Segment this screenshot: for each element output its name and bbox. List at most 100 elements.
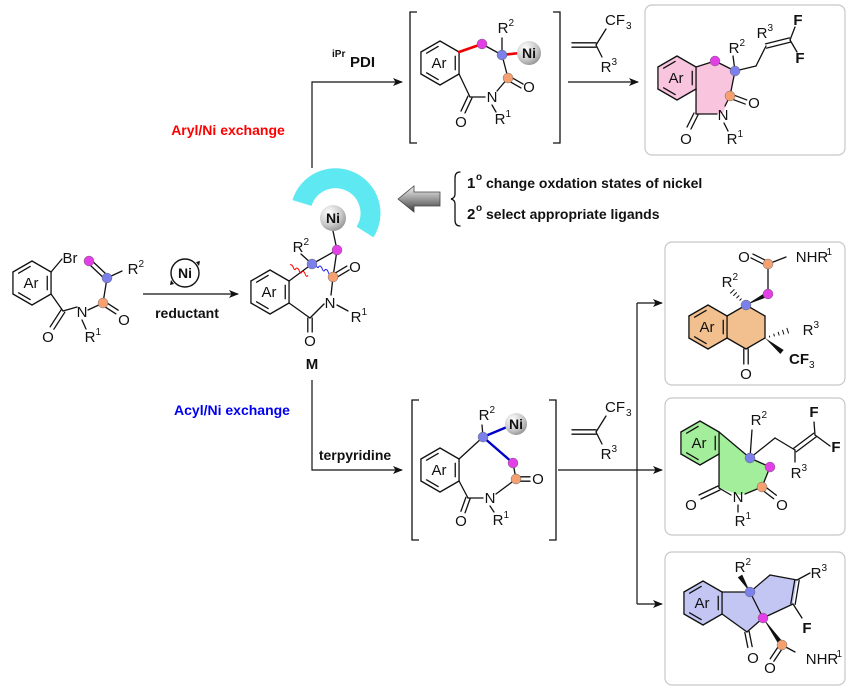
ring-shading-orange [727, 305, 765, 349]
atom-label-o: O [455, 513, 467, 530]
atom-label-r: R [735, 559, 746, 576]
ligand-terpyridine-label: terpyridine [319, 447, 392, 463]
atom-label-r: R [293, 239, 304, 256]
nickel-sphere [320, 205, 346, 231]
double-bond [460, 496, 467, 512]
bond [723, 122, 729, 132]
aromatic-bond [425, 45, 439, 54]
atom-index: 1 [827, 247, 833, 258]
atom-ball-blue [477, 431, 489, 443]
atom-label-r: R [479, 407, 490, 424]
hash-bond [782, 329, 785, 335]
hash-bond [736, 295, 740, 299]
double-bond [700, 489, 721, 500]
aromatic-bond [425, 452, 439, 461]
atom-index: 2 [740, 38, 746, 49]
nickel-sphere [505, 413, 527, 435]
notes-brace [450, 171, 461, 227]
double-bond [460, 95, 469, 112]
atom-label-cf: CF [605, 399, 625, 416]
double-bond [764, 37, 791, 45]
atom-label-o: O [42, 329, 54, 346]
atom-index: 3 [626, 21, 632, 32]
ring-bond [683, 613, 704, 626]
right-bracket [553, 11, 561, 144]
product-box-top [644, 4, 846, 156]
hash-bond [733, 292, 738, 297]
bond [595, 28, 607, 46]
atom-label-o: O [685, 497, 697, 514]
wedge-bond [765, 338, 784, 355]
arrow [311, 78, 403, 168]
atom-index: 2 [762, 410, 768, 421]
left-bracket [409, 11, 417, 144]
ring-shading-green [719, 432, 770, 495]
atom-ball-pink [83, 255, 95, 267]
atom-label-r: R [493, 512, 504, 529]
atom-index: 2 [509, 18, 515, 29]
aromatic-bond [662, 87, 676, 96]
atom-label-f: F [802, 620, 811, 637]
bond [769, 574, 798, 581]
ring-shading-blue [722, 592, 763, 632]
aromatic-bond [255, 274, 269, 283]
atom-label-nhr: NHR [796, 249, 829, 266]
atom-label-r: R [791, 465, 802, 482]
atom-label-o: O [523, 79, 535, 96]
bond [789, 26, 796, 41]
bond [718, 431, 751, 459]
atom-label-r: R [601, 59, 612, 76]
aromatic-bond [17, 265, 31, 274]
atom-label-r: R [495, 111, 506, 128]
aromatic-bond [693, 309, 707, 318]
bond [309, 303, 325, 319]
atom-label-r: R [757, 25, 768, 42]
bond [789, 39, 798, 53]
double-bond [690, 114, 699, 130]
atom-ball-orange [762, 258, 774, 270]
atom-label-r: R [727, 131, 738, 148]
atom-label-ar: Ar [695, 595, 710, 612]
ring-bond [657, 55, 678, 68]
ring-bond [657, 88, 678, 101]
bond [336, 304, 349, 312]
left-bracket [411, 399, 419, 541]
atom-label-f: F [793, 12, 802, 29]
atom-label-ar: Ar [669, 70, 684, 87]
ring-bond [676, 88, 697, 101]
ring-bond [420, 480, 441, 493]
note-1-degree: o [476, 172, 482, 183]
bond [595, 415, 607, 433]
atom-label-ar: Ar [432, 462, 447, 479]
atom-ball-blue [744, 452, 756, 464]
double-bond [53, 311, 66, 330]
intermediate-m-label: M [306, 356, 319, 373]
ring-bond [745, 337, 766, 350]
atom-ball-orange [510, 473, 522, 485]
atom-label-cf: CF [789, 351, 809, 368]
atom-ball-orange [724, 90, 736, 102]
ring-bond [702, 613, 723, 626]
ring-bond [702, 580, 723, 593]
atom-label-n: N [487, 89, 498, 106]
ring-bond [269, 269, 290, 282]
atom-label-o: O [455, 114, 467, 131]
atom-label-o: O [118, 312, 130, 329]
atom-label-br: Br [63, 250, 78, 267]
atom-index: 3 [814, 320, 820, 331]
double-bond [794, 579, 800, 606]
double-bond [793, 432, 815, 449]
bond [762, 603, 794, 619]
hash-bond [739, 298, 742, 301]
atom-label-o: O [748, 95, 760, 112]
hash-bond [786, 327, 790, 334]
ring-bond [31, 260, 52, 273]
atom-index: 2 [304, 237, 310, 248]
hollow-arrow-icon [397, 185, 441, 213]
ring-bond [707, 337, 728, 350]
double-bond [464, 97, 473, 114]
atom-label-ar: Ar [432, 55, 447, 72]
atom-label-n: N [77, 304, 88, 321]
ring-bond [250, 302, 271, 315]
bond [50, 258, 63, 273]
